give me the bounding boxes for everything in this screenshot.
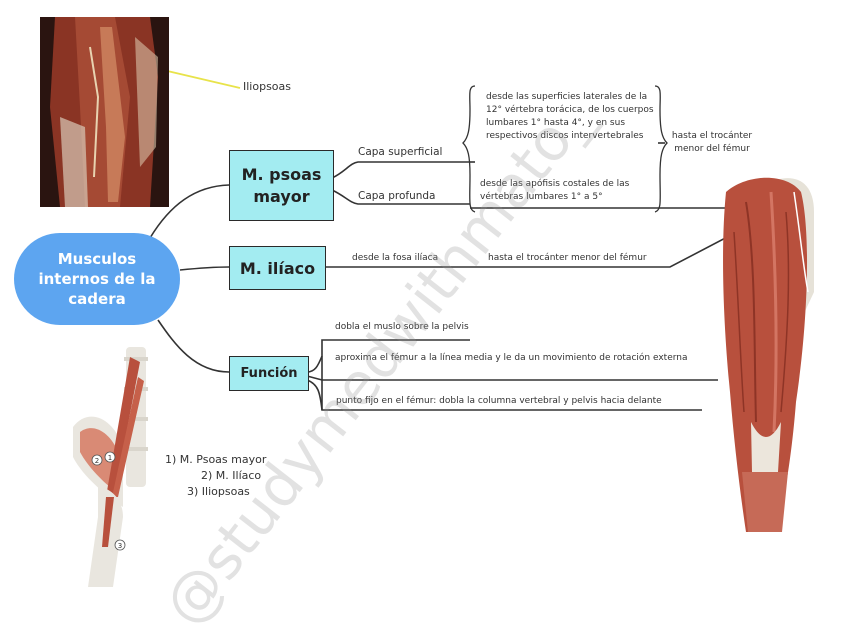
connector-superficial [332, 162, 470, 178]
connector-root-iliaco [180, 267, 229, 270]
iliaco-node[interactable]: M. ilíaco [229, 246, 326, 290]
iliaco-label: M. ilíaco [240, 259, 315, 278]
marker-3: 3 [118, 542, 122, 550]
dissection-photo [40, 17, 169, 207]
pelvis-illustration: 1 2 3 [68, 347, 158, 587]
root-node[interactable]: Musculos internos de la cadera [14, 233, 180, 325]
iliaco-insertion: hasta el trocánter menor del fémur [488, 252, 647, 265]
funcion-label: Función [240, 366, 297, 381]
leg-muscles-illustration [716, 172, 816, 538]
psoas-node[interactable]: M. psoas mayor [229, 150, 334, 221]
funcion-node[interactable]: Función [229, 356, 309, 391]
capa-superficial-label: Capa superficial [358, 146, 442, 158]
capa-profunda-label: Capa profunda [358, 190, 435, 202]
connector-root-funcion [158, 320, 229, 372]
marker-2: 2 [95, 457, 99, 465]
marker-1: 1 [108, 454, 112, 462]
psoas-insertion: hasta el trocánter menor del fémur [670, 130, 754, 156]
iliopsoas-label: Iliopsoas [243, 80, 291, 93]
root-label: Musculos internos de la cadera [37, 249, 157, 309]
psoas-label: M. psoas mayor [242, 164, 322, 208]
